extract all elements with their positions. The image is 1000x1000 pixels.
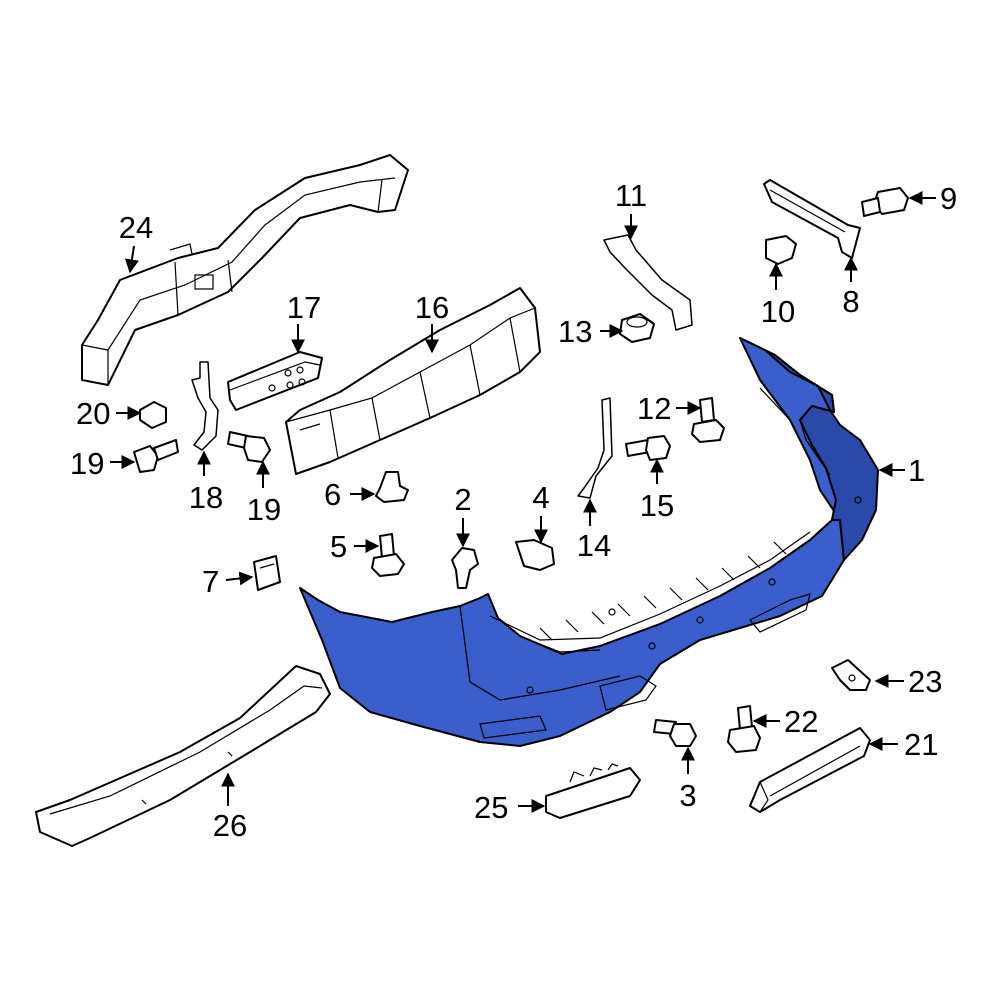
part-14-bracket — [577, 397, 613, 499]
callout-11: 11 — [615, 178, 647, 213]
part-9-bolt — [861, 187, 909, 217]
part-23-clip — [831, 659, 871, 691]
part-11-bracket — [603, 234, 693, 331]
part-20-nut — [139, 401, 167, 429]
callout-14: 14 — [577, 528, 611, 563]
callout-3: 3 — [679, 778, 696, 813]
callout-22: 22 — [784, 704, 818, 739]
part-10-clip — [765, 235, 797, 265]
leader-24 — [124, 245, 139, 274]
callout-6: 6 — [324, 477, 341, 512]
part-3-bolt — [653, 719, 697, 747]
part-4-clip — [515, 539, 555, 571]
callout-10: 10 — [761, 294, 795, 329]
part-19-bolt-middle — [227, 431, 271, 463]
callout-2: 2 — [454, 482, 471, 517]
callout-15: 15 — [640, 488, 674, 523]
part-16-absorber — [285, 287, 541, 475]
callout-7: 7 — [202, 564, 219, 599]
callout-25: 25 — [474, 790, 508, 825]
part-25-lamp — [545, 763, 641, 819]
callout-8: 8 — [842, 284, 859, 319]
part-15-bolt — [625, 435, 671, 461]
callout-1: 1 — [908, 453, 925, 488]
leader-7 — [225, 571, 254, 586]
callout-labels: 1 2 3 4 5 6 7 8 9 10 11 12 13 14 15 16 1… — [70, 178, 957, 843]
part-2-clip — [451, 547, 479, 589]
part-1-bumper-cover — [299, 337, 879, 747]
callout-5: 5 — [330, 529, 347, 564]
callout-19a: 19 — [70, 446, 104, 481]
callout-9: 9 — [940, 181, 957, 216]
callout-leaders — [110, 191, 936, 813]
callout-13: 13 — [558, 314, 592, 349]
part-19-bolt-left — [133, 439, 179, 473]
part-21-reflector — [749, 727, 871, 813]
callout-16: 16 — [415, 290, 449, 325]
part-5-bolt — [371, 533, 405, 577]
callout-19b: 19 — [247, 492, 281, 527]
callout-18: 18 — [189, 480, 223, 515]
callout-17: 17 — [287, 290, 321, 325]
part-24-frame-rail — [81, 154, 409, 386]
callout-23: 23 — [908, 664, 942, 699]
part-6-clip — [375, 471, 409, 503]
callout-21: 21 — [904, 727, 938, 762]
part-12-bolt — [691, 397, 725, 443]
part-26-skid-plate — [35, 665, 331, 847]
part-7-clip — [253, 555, 281, 591]
part-17-bracket — [227, 351, 323, 411]
callout-24: 24 — [119, 210, 153, 245]
part-13-nut — [619, 313, 655, 343]
callout-26: 26 — [213, 808, 247, 843]
callout-20: 20 — [76, 396, 110, 431]
part-22-bolt — [727, 705, 761, 753]
part-18-bracket — [191, 361, 219, 451]
callout-4: 4 — [532, 480, 549, 515]
callout-12: 12 — [637, 391, 671, 426]
